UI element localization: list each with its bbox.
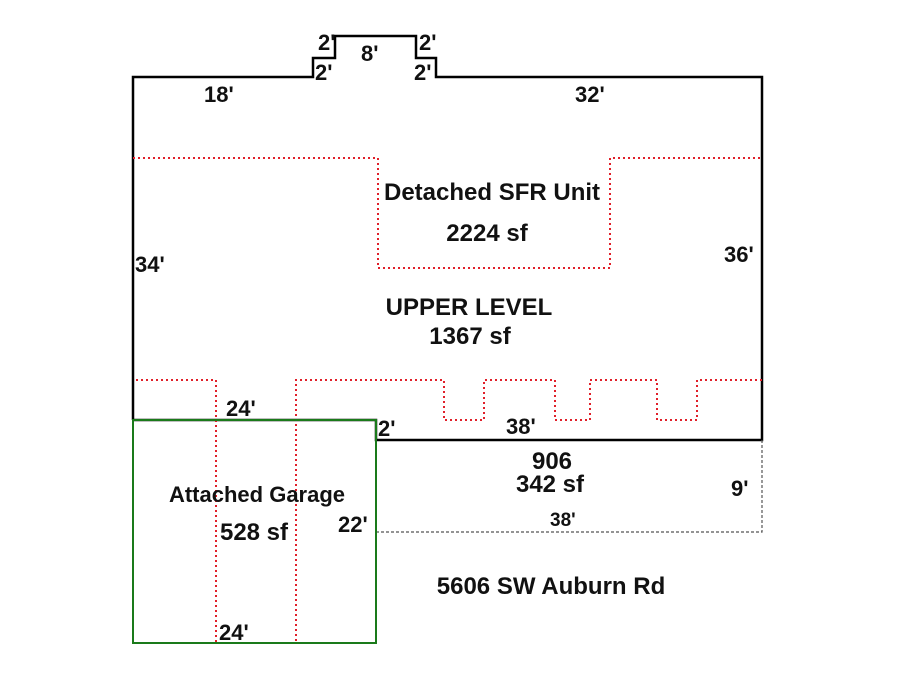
dim-bottom-right: 38' bbox=[506, 414, 536, 439]
dim-bottom-left: 24' bbox=[226, 396, 256, 421]
dim-garage-right: 22' bbox=[338, 512, 368, 537]
main-unit-title: Detached SFR Unit bbox=[384, 179, 600, 206]
dim-right: 36' bbox=[724, 242, 754, 267]
dim-bump-top: 8' bbox=[361, 41, 378, 66]
garage-outline bbox=[132, 419, 377, 644]
dim-addition-bottom: 38' bbox=[550, 510, 576, 531]
main-outline bbox=[131, 34, 764, 442]
dim-bump-left-lower: 2' bbox=[315, 60, 332, 85]
garage-title: Attached Garage bbox=[169, 482, 345, 507]
dim-top-right: 32' bbox=[575, 82, 605, 107]
dim-top-left: 18' bbox=[204, 82, 234, 107]
dim-bump-right-upper: 2' bbox=[419, 30, 436, 55]
addition-outline bbox=[376, 440, 763, 533]
garage-area: 528 sf bbox=[220, 519, 289, 546]
upper-level-title: UPPER LEVEL bbox=[386, 294, 553, 321]
upper-level-area: 1367 sf bbox=[429, 323, 511, 350]
dim-step: 2' bbox=[378, 416, 395, 441]
dim-garage-bottom: 24' bbox=[219, 620, 249, 645]
dim-left: 34' bbox=[135, 252, 165, 277]
dim-bump-left-upper: 2' bbox=[318, 30, 335, 55]
dim-addition-right: 9' bbox=[731, 476, 748, 501]
property-address: 5606 SW Auburn Rd bbox=[437, 573, 665, 600]
addition-code: 906 bbox=[532, 448, 572, 475]
upper-level-outline bbox=[133, 157, 762, 644]
main-unit-area: 2224 sf bbox=[446, 220, 528, 247]
addition-area: 342 sf bbox=[516, 471, 585, 498]
dim-bump-right-lower: 2' bbox=[414, 60, 431, 85]
